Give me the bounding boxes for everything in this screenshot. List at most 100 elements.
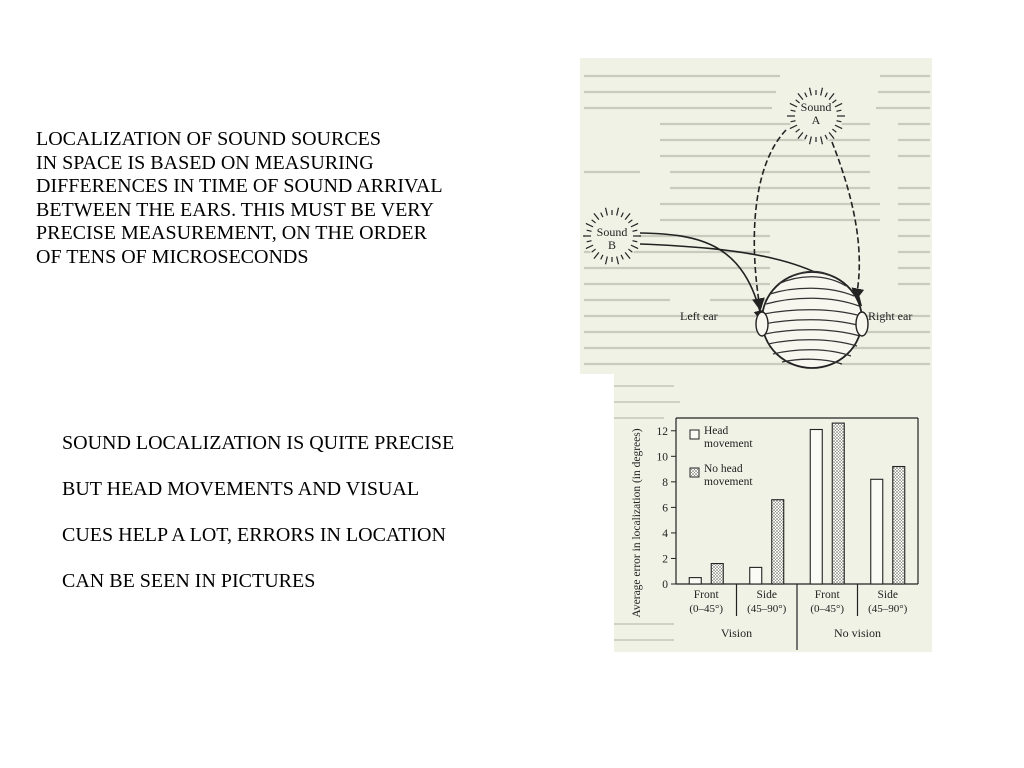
sound-a-letter: A [812,113,821,127]
x-tick-sublabel: (0–45°) [689,603,723,615]
sound-ray [628,219,633,224]
intro-line: LOCALIZATION OF SOUND SOURCES [36,128,382,150]
sound-ray [632,229,638,232]
y-tick-label: 0 [662,579,668,591]
sound-ray [789,102,798,108]
x-tick-sublabel: (45–90°) [747,603,787,615]
y-tick-label: 6 [662,502,668,514]
sound-ray [616,207,620,216]
sound-ray [808,136,812,145]
precision-line: CAN BE SEEN IN PICTURES [62,570,316,592]
legend-label: movement [704,476,753,488]
sound-ray [789,124,798,130]
precision-line: CUES HELP A LOT, ERRORS IN LOCATION [62,524,446,546]
sound-ray [795,99,800,104]
sound-ray [820,87,824,96]
head-sound-illustration: Sound A Sound B [583,74,930,369]
y-tick-label: 10 [657,451,669,463]
sound-ray [632,240,638,243]
sound-ray [600,254,604,260]
intro-paragraph: LOCALIZATION OF SOUND SOURCES IN SPACE I… [36,128,443,270]
sound-ray [586,240,592,243]
sound-ray [628,248,633,253]
sound-ray [591,248,596,253]
intro-line: IN SPACE IS BASED ON MEASURING [36,151,374,174]
bar-head-movement [870,478,884,585]
x-tick-label: Front [815,589,841,601]
sound-ray [593,252,600,260]
sound-a-to-left-ear-arrow [752,129,787,312]
x-group-label: No vision [834,626,881,640]
sound-ray [790,109,796,112]
sound-ray [630,222,639,228]
chart-x-labels: Front(0–45°)Side(45–90°)Front(0–45°)Side… [689,589,907,640]
left-ear-shape [755,311,769,337]
sound-a-label: Sound [801,100,832,114]
x-tick-label: Side [878,589,898,601]
bar-head-movement [688,577,702,585]
sound-ray [836,109,842,112]
sound-ray [795,128,800,133]
sound-ray [797,132,804,140]
sound-ray [624,252,631,260]
sound-ray [624,212,631,220]
sound-b-source: Sound B [583,207,641,265]
x-tick-sublabel: (0–45°) [810,603,844,615]
y-tick-label: 8 [662,477,668,489]
x-group-label: Vision [721,626,752,640]
intro-line: DIFFERENCES IN TIME OF SOUND ARRIVAL [36,175,443,198]
legend-label: Head [704,425,729,437]
y-axis-label: Average error in localization (in degree… [631,428,643,617]
intro-line: BETWEEN THE EARS. THIS MUST BE VERY [36,198,434,221]
intro-line: PRECISE MEASUREMENT, ON THE ORDER [36,222,427,245]
sound-ray [824,92,828,98]
sound-b-to-left-ear-arrow [639,232,767,324]
sound-ray [828,92,835,100]
sound-ray [600,212,604,218]
sound-ray [620,212,624,218]
sound-ray [808,87,812,96]
sound-a-source: Sound A [787,87,845,145]
sound-ray [586,229,592,232]
y-tick-label: 2 [662,553,668,565]
legend-label: No head [704,463,743,475]
chart-bars [688,422,906,585]
sound-ray [585,222,594,228]
head-drawing [755,270,869,369]
legend-label: movement [704,438,753,450]
sound-ray [604,207,608,216]
sound-ray [834,124,843,130]
x-tick-label: Side [757,589,777,601]
bar-head-movement [749,566,763,585]
sound-ray [620,254,624,260]
sound-ray [820,136,824,145]
right-ear-shape [855,311,869,337]
sound-ray [604,256,608,265]
sound-ray [797,92,804,100]
precision-paragraph: SOUND LOCALIZATION IS QUITE PRECISE BUT … [62,420,454,604]
sound-ray [804,134,808,140]
sound-ray [832,128,837,133]
precision-line: SOUND LOCALIZATION IS QUITE PRECISE [62,432,455,454]
background-print-texture [614,385,680,641]
sound-ray [593,212,600,220]
bar-chart: Average error in localization (in degree… [614,385,919,650]
bar-no-head-movement [892,465,906,585]
sound-ray [804,92,808,98]
bar-no-head-movement [831,422,845,585]
x-tick-sublabel: (45–90°) [868,603,908,615]
precision-line: BUT HEAD MOVEMENTS AND VISUAL [62,478,420,500]
head-sound-figure: Sound A Sound B [580,58,932,374]
right-ear-label: Right ear [868,309,912,323]
sound-ray [616,256,620,265]
localization-error-chart: Average error in localization (in degree… [614,374,932,652]
sound-ray [834,102,843,108]
sound-ray [790,120,796,123]
y-tick-label: 12 [657,426,669,438]
intro-line: OF TENS OF MICROSECONDS [36,245,309,268]
sound-ray [591,219,596,224]
sound-ray [630,244,639,250]
bar-head-movement [809,428,823,585]
sound-ray [836,120,842,123]
bar-no-head-movement [710,563,724,585]
